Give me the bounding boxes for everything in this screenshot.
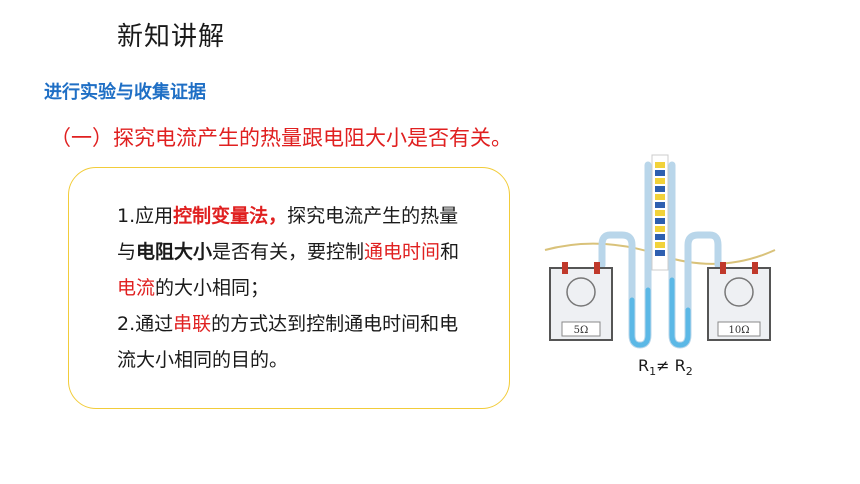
note-text-1a: 1.应用 <box>117 205 174 227</box>
scale-marks <box>655 162 665 256</box>
section-heading: 进行实验与收集证据 <box>44 82 206 103</box>
note-series: 串联 <box>173 313 212 335</box>
r1-subscript: 1 <box>649 365 657 379</box>
subheading: （一）探究电流产生的热量跟电阻大小是否有关。 <box>50 126 512 150</box>
left-resistor-label: 5Ω <box>574 325 589 336</box>
r2-subscript: 2 <box>685 365 693 379</box>
slide-title: 新知讲解 <box>117 22 226 52</box>
r1-symbol: R <box>638 356 650 375</box>
note-text-2a: 2.通过 <box>117 313 174 335</box>
right-container: 10Ω <box>707 262 771 341</box>
note-controlled-current: 电流 <box>117 277 156 299</box>
left-container: 5Ω <box>549 262 613 341</box>
note-text-1c: 探究电流产生的热量与 <box>117 205 459 263</box>
apparatus-diagram: 5Ω 10Ω <box>544 154 776 349</box>
note-text-2c: 的方式达到控制通电时间和电流大小相同的目的。 <box>117 313 459 371</box>
note-text: 1.应用控制变量法，探究电流产生的热量与电阻大小是否有关，要控制通电时间和电流的… <box>117 198 477 378</box>
note-variable: 电阻大小 <box>136 241 213 263</box>
note-text-1i: 的大小相同； <box>155 277 270 299</box>
note-method: 控制变量法， <box>173 205 288 227</box>
note-text-1e: 是否有关，要控制 <box>212 241 365 263</box>
r2-symbol: R <box>674 356 686 375</box>
right-resistor-label: 10Ω <box>728 325 749 336</box>
resistance-relation: R1≠ R2 <box>638 356 693 378</box>
u-tubes <box>598 161 722 349</box>
note-controlled-time: 通电时间 <box>364 241 441 263</box>
neq-symbol: ≠ <box>656 356 675 375</box>
note-text-1g: 和 <box>440 241 460 263</box>
note-box: 1.应用控制变量法，探究电流产生的热量与电阻大小是否有关，要控制通电时间和电流的… <box>68 167 510 409</box>
